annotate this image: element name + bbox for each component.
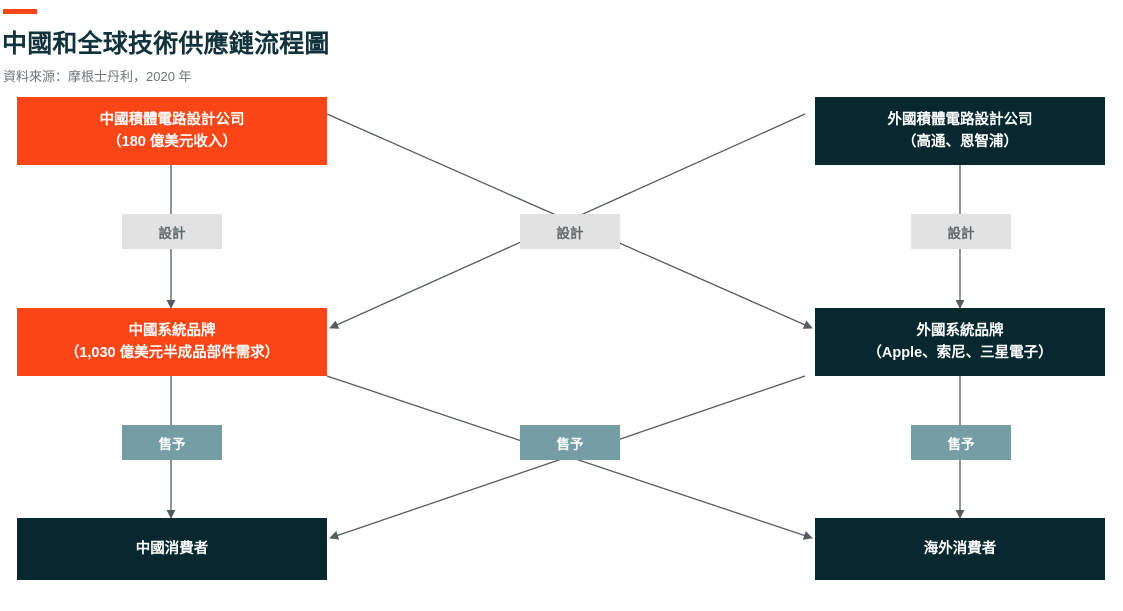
node-foreign-system-brand-line1: 外國系統品牌: [916, 322, 1004, 339]
node-overseas-consumers-line1: 海外消費者: [923, 540, 997, 557]
node-china-ic-design[interactable]: 中國積體電路設計公司 （180 億美元收入）: [17, 97, 327, 165]
node-foreign-system-brand[interactable]: 外國系統品牌 （Apple、索尼、三星電子）: [815, 308, 1105, 376]
edge-label-sell-right-text: 售予: [947, 436, 975, 452]
node-china-consumers-line1: 中國消費者: [135, 540, 209, 557]
edge-label-design-right-text: 設計: [947, 225, 975, 241]
page-subtitle: 資料來源：摩根士丹利，2020 年: [3, 69, 192, 84]
edge-label-sell-right: 售予: [911, 425, 1011, 460]
node-foreign-ic-design[interactable]: 外國積體電路設計公司 （高通、恩智浦）: [815, 97, 1105, 165]
node-china-ic-design-line1: 中國積體電路設計公司: [99, 111, 245, 128]
node-foreign-ic-design-line2: （高通、恩智浦）: [902, 134, 1018, 150]
edge-label-sell-center-text: 售予: [556, 436, 584, 452]
node-china-consumers[interactable]: 中國消費者: [17, 518, 327, 580]
node-foreign-system-brand-line2: （Apple、索尼、三星電子）: [867, 345, 1053, 361]
edge-label-design-left: 設計: [122, 214, 222, 249]
edge-label-sell-left: 售予: [122, 425, 222, 460]
edge-label-sell-left-text: 售予: [158, 436, 186, 452]
node-overseas-consumers[interactable]: 海外消費者: [815, 518, 1105, 580]
node-china-system-brand-line1: 中國系統品牌: [128, 322, 216, 339]
edge-label-design-center-text: 設計: [556, 225, 584, 241]
node-foreign-ic-design-line1: 外國積體電路設計公司: [887, 111, 1033, 128]
edge-label-sell-center: 售予: [520, 425, 620, 460]
node-china-system-brand-line2: （1,030 億美元半成品部件需求）: [64, 345, 280, 361]
edge-label-design-left-text: 設計: [158, 225, 186, 241]
edge-label-design-right: 設計: [911, 214, 1011, 249]
page-title: 中國和全球技術供應鏈流程圖: [2, 30, 330, 58]
node-china-system-brand[interactable]: 中國系統品牌 （1,030 億美元半成品部件需求）: [17, 308, 327, 376]
node-china-ic-design-line2: （180 億美元收入）: [107, 134, 237, 150]
edge-label-design-center: 設計: [520, 214, 620, 249]
supply-chain-flow-diagram: 中國積體電路設計公司 （180 億美元收入） 外國積體電路設計公司 （高通、恩智…: [0, 88, 1123, 611]
accent-rule: [3, 9, 37, 14]
